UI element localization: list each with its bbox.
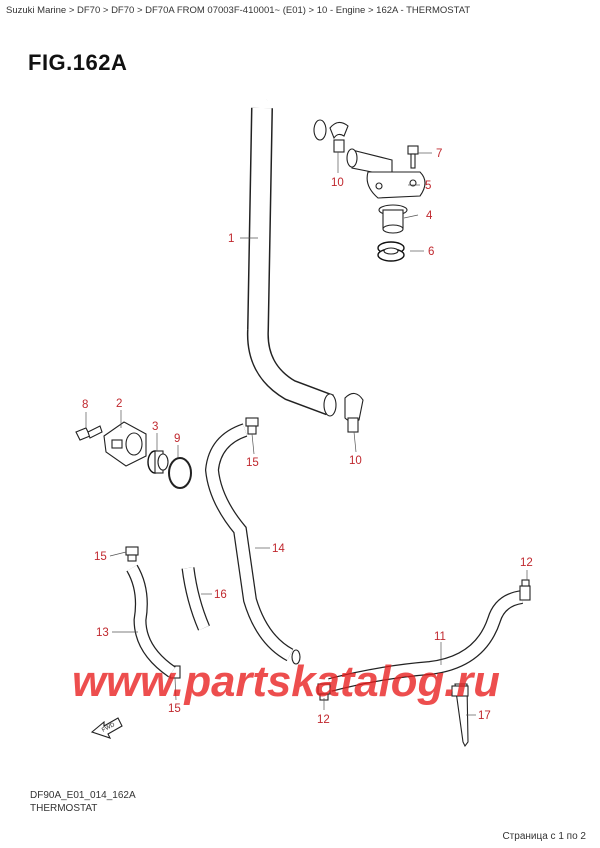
part-5-thermostat-cover (346, 148, 426, 199)
part-11-hose (328, 590, 524, 692)
callout-4[interactable]: 4 (426, 210, 433, 222)
part-4-thermostat (378, 204, 408, 234)
part-10-clamp-lower (344, 392, 364, 433)
figure-title: FIG.162A (28, 50, 128, 75)
page-indicator: Страница с 1 по 2 (502, 831, 586, 842)
callout-1[interactable]: 1 (228, 233, 234, 245)
part-3-thermostat (147, 450, 169, 474)
callout-3[interactable]: 3 (152, 421, 158, 433)
part-17-cable-tie (451, 683, 469, 748)
callout-10-upper[interactable]: 10 (331, 177, 344, 189)
part-2-housing (103, 421, 147, 467)
callout-15-left[interactable]: 15 (94, 551, 107, 563)
callout-15-bottom[interactable]: 15 (168, 703, 181, 715)
callout-10-lower[interactable]: 10 (349, 455, 362, 467)
callout-12-right[interactable]: 12 (520, 557, 533, 569)
breadcrumb: Suzuki Marine > DF70 > DF70 > DF70A FROM… (6, 5, 471, 16)
part-9-o-ring (168, 457, 192, 489)
callout-12-bottom[interactable]: 12 (317, 714, 330, 726)
part-7-bolt (407, 145, 419, 169)
part-10-clamp-upper (329, 121, 349, 153)
callout-14[interactable]: 14 (272, 543, 285, 555)
part-1-hose (246, 89, 337, 417)
part-8-bolt (75, 425, 103, 441)
part-14-hose (204, 423, 301, 665)
drawing-name: THERMOSTAT (30, 803, 98, 814)
callout-11[interactable]: 11 (434, 631, 446, 643)
fwd-arrow-icon: FWD (90, 717, 123, 739)
part-6-seal-ring (377, 241, 405, 262)
part-12-clip-right (519, 579, 531, 601)
callout-7[interactable]: 7 (436, 148, 442, 160)
part-15-clip-left (125, 546, 139, 562)
callout-16[interactable]: 16 (214, 589, 227, 601)
part-16-hose (181, 567, 210, 631)
callout-9[interactable]: 9 (174, 433, 180, 445)
callout-8[interactable]: 8 (82, 399, 88, 411)
part-13-hose (126, 564, 176, 678)
callout-numbers: 1 2 3 4 5 6 7 8 9 10 10 11 12 12 13 14 1… (82, 148, 533, 726)
callout-15-top[interactable]: 15 (246, 457, 259, 469)
callout-5[interactable]: 5 (425, 180, 431, 192)
watermark: www.partskatalog.ru (72, 657, 500, 706)
callout-2[interactable]: 2 (116, 398, 122, 410)
callout-6[interactable]: 6 (428, 246, 434, 258)
callout-13[interactable]: 13 (96, 627, 109, 639)
leader-lines (85, 152, 528, 716)
drawing-code: DF90A_E01_014_162A (30, 790, 136, 801)
part-15-clip-top (245, 417, 259, 435)
callout-17[interactable]: 17 (478, 710, 491, 722)
